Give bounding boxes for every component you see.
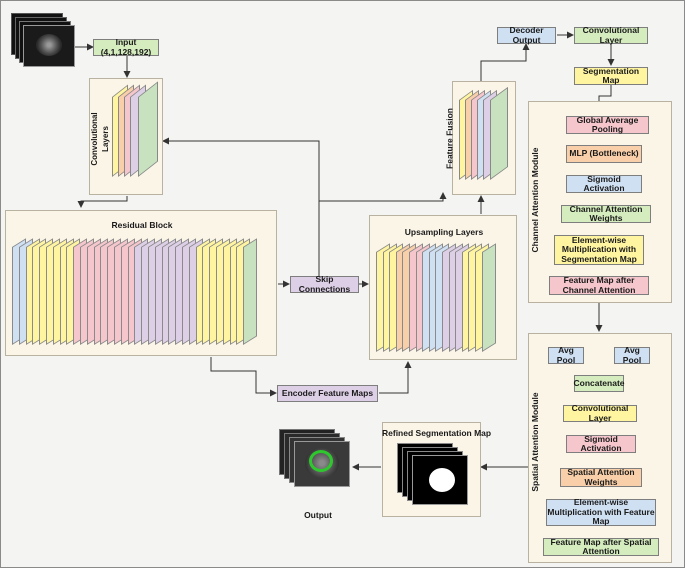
input-image-stack [11, 13, 75, 71]
concatenate-box: Concatenate [574, 375, 625, 392]
avg-pool-right-box: Avg Pool [614, 345, 650, 364]
sigmoid-activation-box-channel: Sigmoid Activation [566, 174, 642, 193]
upsampling-label: Upsampling Layers [404, 227, 484, 237]
arrow-conv-to-residual [77, 196, 128, 208]
residual-slices [6, 211, 278, 357]
residual-block-panel: Residual Block [5, 210, 277, 356]
encoder-feature-maps-box: Encoder Feature Maps [277, 385, 378, 402]
channel-attention-weights-box: Channel Attention Weights [561, 204, 651, 223]
feature-fusion-panel [452, 81, 516, 195]
arrow-skip-to-fusion [318, 192, 447, 277]
output-image-stack [279, 429, 355, 495]
conv-layer-top-box: Convolutional Layer [574, 25, 648, 44]
input-box: Input (4,1,128,192) [93, 37, 159, 56]
arrow-encoder-to-upsampling [379, 361, 412, 394]
elementwise-mult-feature-box: Element-wise Multiplication with Feature… [546, 497, 656, 527]
sigmoid-activation-box-spatial: Sigmoid Activation [566, 434, 636, 453]
layer-slice [243, 238, 258, 345]
spatial-attention-title: Spatial Attention Module [530, 392, 540, 492]
conv-layer-slices [112, 81, 162, 185]
channel-attention-panel [528, 101, 672, 303]
decoder-output-box: Decoder Output [497, 25, 556, 44]
refined-segmap-stack [397, 443, 471, 509]
conv-layers-panel [89, 78, 163, 195]
spatial-attention-weights-box: Spatial Attention Weights [560, 467, 642, 487]
arrow-residual-to-encoder [210, 357, 277, 397]
feature-map-after-channel-box: Feature Map after Channel Attention [549, 275, 649, 295]
layer-slice [481, 243, 496, 352]
segmentation-map-box: Segmentation Map [574, 66, 648, 85]
mlp-bottleneck-box: MLP (Bottleneck) [566, 145, 642, 163]
upsampling-slices [370, 216, 518, 361]
refined-segmap-label: Refined Segmentation Map [382, 428, 492, 438]
elementwise-mult-segmap-box: Element-wise Multiplication with Segment… [554, 235, 644, 265]
arrow-fusion-to-decoder [480, 43, 530, 81]
global-average-pooling-box: Global Average Pooling [566, 115, 649, 134]
fusion-slices [459, 86, 511, 188]
conv-layers-label: Convolutional Layers [90, 112, 110, 166]
skip-connections-box: Skip Connections [290, 274, 359, 293]
output-contour-ring [309, 450, 333, 472]
ultrasound-fetal-head [36, 34, 62, 56]
upsampling-panel: Upsampling Layers [369, 215, 517, 360]
avg-pool-left-box: Avg Pool [548, 345, 584, 364]
output-label: Output [304, 510, 332, 520]
feature-fusion-label: Feature Fusion [444, 108, 455, 169]
channel-attention-title: Channel Attention Module [530, 147, 540, 253]
residual-block-label: Residual Block [111, 220, 173, 230]
conv-layer-spatial-box: Convolutional Layer [563, 403, 637, 422]
segmentation-mask-ellipse [429, 468, 455, 492]
feature-map-after-spatial-box: Feature Map after Spatial Attention [543, 537, 659, 556]
